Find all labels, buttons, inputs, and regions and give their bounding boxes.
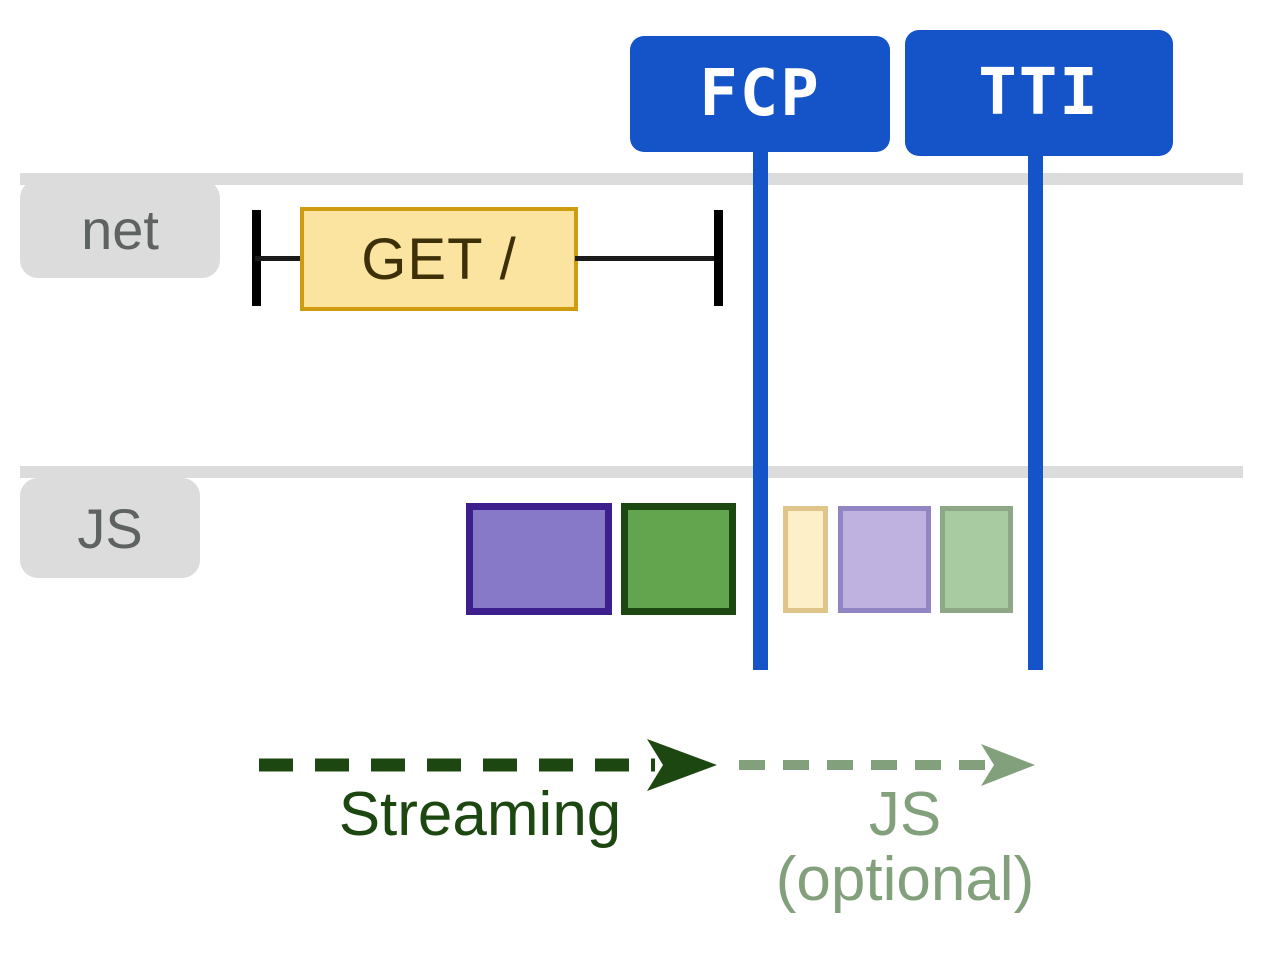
optional-js-phase-label: JS (optional) xyxy=(745,782,1065,912)
js-task-block xyxy=(783,506,828,613)
streaming-phase-text: Streaming xyxy=(338,780,622,849)
js-task-block xyxy=(621,503,736,615)
network-request-label: GET / xyxy=(361,226,517,292)
net-row-separator xyxy=(20,173,1243,185)
fcp-marker-line xyxy=(753,140,768,670)
request-right-whisker xyxy=(575,256,717,261)
streaming-phase-label: Streaming xyxy=(200,782,760,847)
tti-marker-label: TTI xyxy=(978,56,1100,130)
js-task-block xyxy=(940,506,1013,613)
network-request-block: GET / xyxy=(300,207,578,311)
lane-label-net: net xyxy=(20,180,220,278)
fcp-marker-label: FCP xyxy=(699,57,821,131)
js-task-block xyxy=(838,506,931,613)
streaming-phase-arrow-icon xyxy=(259,739,717,791)
lane-label-js-text: JS xyxy=(77,496,143,560)
lane-label-net-text: net xyxy=(81,197,159,261)
lane-label-js: JS xyxy=(20,478,200,578)
js-task-block xyxy=(466,503,612,615)
optional-js-phase-text-line2: (optional) xyxy=(775,845,1035,915)
optional-js-phase-text-line1: JS xyxy=(868,780,942,849)
tti-marker-line xyxy=(1028,140,1043,670)
optional-js-phase-arrow-icon xyxy=(739,744,1035,786)
tti-marker-badge: TTI xyxy=(905,30,1173,156)
js-row-separator xyxy=(20,466,1243,478)
request-left-whisker xyxy=(255,256,305,261)
fcp-marker-badge: FCP xyxy=(630,36,890,152)
request-end-cap-icon xyxy=(714,210,723,306)
